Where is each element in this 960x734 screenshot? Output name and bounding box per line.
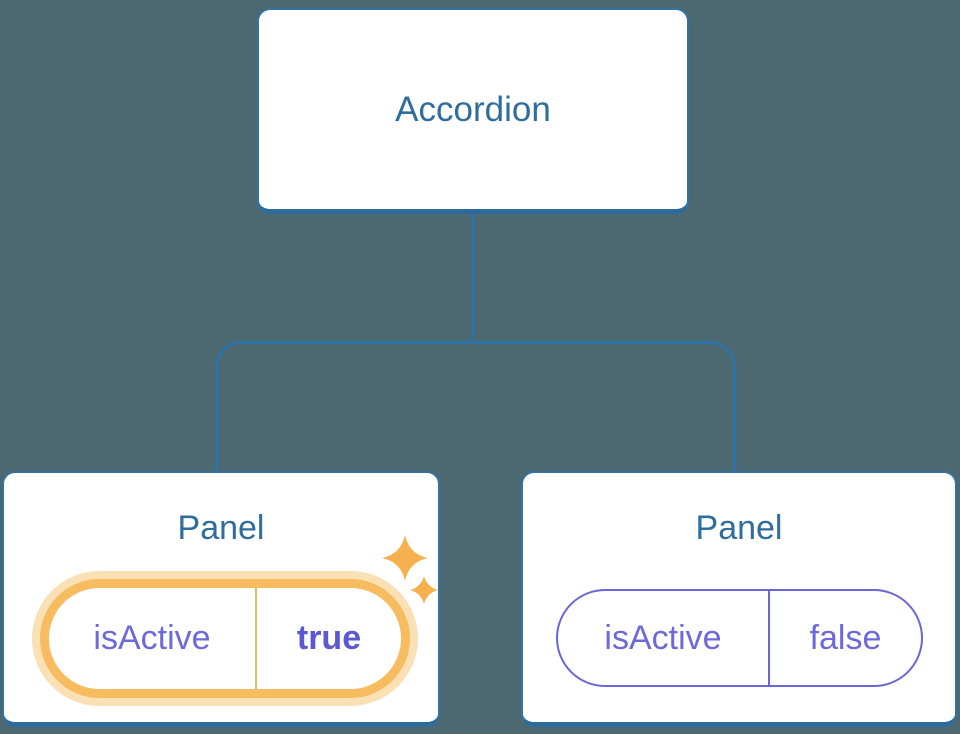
connector-bracket — [215, 341, 736, 472]
panel-node-active: Panel isActive true — [2, 471, 440, 727]
panel-node-inactive: Panel isActive false — [521, 471, 957, 727]
pill-divider — [768, 591, 770, 685]
accordion-label: Accordion — [395, 89, 551, 129]
prop-name-label: isActive — [604, 618, 722, 657]
panel-title: Panel — [177, 509, 265, 547]
prop-pill-inactive: isActive false — [556, 589, 923, 687]
prop-value-label: false — [809, 618, 882, 657]
accordion-node: Accordion — [257, 8, 689, 214]
prop-value-label: true — [296, 619, 362, 657]
panel-title: Panel — [695, 509, 783, 547]
connector-stem — [471, 213, 474, 344]
pill-divider — [255, 588, 257, 689]
prop-pill-active: isActive true — [40, 579, 410, 698]
sparkles-icon — [382, 535, 438, 604]
prop-name-label: isActive — [93, 619, 211, 657]
